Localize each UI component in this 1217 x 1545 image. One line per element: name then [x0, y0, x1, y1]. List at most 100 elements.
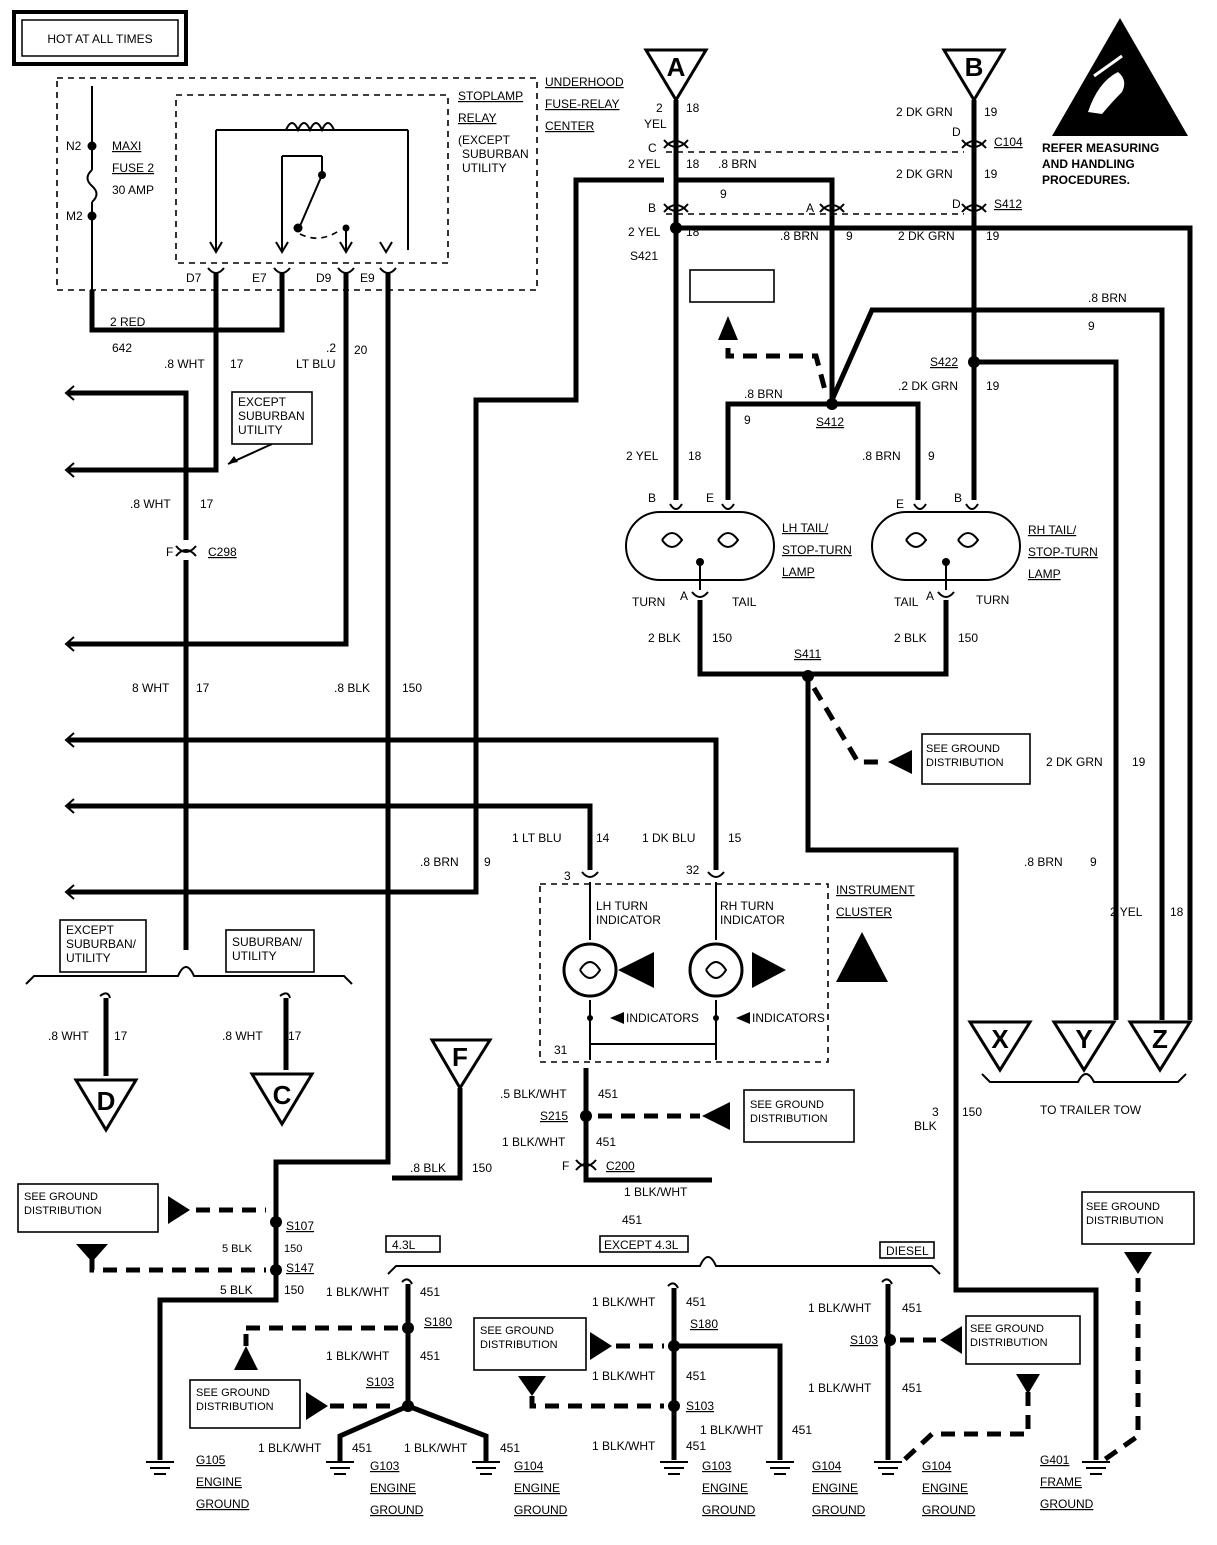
- lbl-17c: 17: [196, 681, 210, 695]
- s107-splice: [270, 1216, 282, 1228]
- lbl-di-a: 1 BLK/WHT: [808, 1301, 872, 1315]
- lbl-dkgrn-c: 2 DK GRN: [898, 229, 955, 243]
- lbl-451c: 451: [622, 1213, 642, 1227]
- esd-icon-small: [836, 932, 888, 982]
- lbl-yel: YEL: [644, 117, 667, 131]
- g103b: G103: [702, 1459, 732, 1473]
- g104c-ground: GROUND: [922, 1503, 976, 1517]
- wire-lt-blu-14: [68, 803, 593, 870]
- s215-label: S215: [540, 1109, 568, 1123]
- g105: G105: [196, 1453, 226, 1467]
- wire-dkgrn-trailer: [974, 359, 1119, 1020]
- c200-label: C200: [606, 1159, 635, 1173]
- c298-label: C298: [208, 545, 237, 559]
- connector-c-icon: [249, 1072, 315, 1127]
- lbl-yel-lamp: 2 YEL: [626, 449, 659, 463]
- indicators-2: INDICATORS: [752, 1011, 825, 1025]
- lbl-wht-c: .8 WHT: [222, 1029, 263, 1043]
- lbl-9top: 9: [720, 187, 727, 201]
- lbl-lt-blu-2: .2: [326, 341, 336, 355]
- sg2-1: SEE GROUND: [750, 1099, 824, 1111]
- lbl-lt-blu-1: 1 LT BLU: [512, 831, 562, 845]
- lh-pin-e: E: [706, 491, 714, 505]
- hot-label: HOT AT ALL TIMES: [47, 32, 152, 46]
- except-43: EXCEPT 4.3L: [604, 1238, 679, 1252]
- s147-label: S147: [286, 1261, 314, 1275]
- right-arrow-icon: [752, 952, 786, 988]
- conn-z: Z: [1152, 1024, 1168, 1054]
- g104a: G104: [514, 1459, 544, 1473]
- g104b: G104: [812, 1459, 842, 1473]
- lbl-18-lamp: 18: [688, 449, 702, 463]
- stoplamp-relay-outline: [175, 94, 449, 264]
- except-sub-1: EXCEPT: [238, 395, 287, 409]
- indicators-1: INDICATORS: [626, 1011, 699, 1025]
- wire-blk-lamps: [697, 600, 949, 677]
- lbl-di-b: 1 BLK/WHT: [808, 1381, 872, 1395]
- relay-label-5: UTILITY: [462, 161, 507, 175]
- relay-label-2: RELAY: [458, 111, 496, 125]
- lbl-17b: 17: [200, 497, 214, 511]
- lbl-lt-blu: LT BLU: [296, 357, 336, 371]
- lbl-14: 14: [596, 831, 610, 845]
- s412-label-top: S412: [994, 197, 1022, 211]
- c200-pin-f: F: [562, 1159, 569, 1173]
- cluster-1: INSTRUMENT: [836, 883, 915, 897]
- rh-lamp-2: STOP-TURN: [1028, 545, 1098, 559]
- lbl-blk-5a: 5 BLK: [222, 1243, 253, 1255]
- g104c-engine: ENGINE: [922, 1481, 968, 1495]
- g105-engine: ENGINE: [196, 1475, 242, 1489]
- lbl-43-c451: 451: [352, 1441, 372, 1455]
- lbl-yel-2: 2: [656, 101, 663, 115]
- lbl-18-tow: 18: [1170, 905, 1184, 919]
- s103-splice-a: [402, 1400, 414, 1412]
- connector-y-icon: [1051, 1020, 1117, 1073]
- connector-d-icon: [73, 1078, 139, 1133]
- lbl-150-5b: 150: [284, 1283, 304, 1297]
- lbl-brn-top: .8 BRN: [718, 157, 757, 171]
- lbl-43-a451: 451: [420, 1285, 440, 1299]
- lbl-19d: 19: [986, 379, 1000, 393]
- sub-1: SUBURBAN/: [232, 935, 303, 949]
- lbl-wht8: 8 WHT: [132, 681, 170, 695]
- lbl-brn-s412: .8 BRN: [780, 229, 819, 243]
- lbl-17-c: 17: [288, 1029, 302, 1043]
- lbl-642: 642: [112, 341, 132, 355]
- lbl-dkgrn-d: .2 DK GRN: [898, 379, 958, 393]
- rh-pin-a: A: [926, 589, 934, 603]
- wire-brn-trailer: [829, 307, 1165, 1020]
- s180-label-b: S180: [690, 1317, 718, 1331]
- lbl-ex-d: 1 BLK/WHT: [592, 1439, 656, 1453]
- lbl-150-rh: 150: [958, 631, 978, 645]
- sg2-2: DISTRIBUTION: [750, 1113, 828, 1125]
- cluster-2: CLUSTER: [836, 905, 892, 919]
- sg7-1: SEE GROUND: [1086, 1201, 1160, 1213]
- lbl-di-b451: 451: [902, 1381, 922, 1395]
- left-arrow-icon: [618, 952, 654, 988]
- connector-f-icon: [429, 1038, 493, 1091]
- pin-d9: D9: [316, 271, 332, 285]
- lbl-yel-2c: 2 YEL: [628, 225, 661, 239]
- m2-label: M2: [66, 209, 83, 223]
- connector-x-icon: [967, 1020, 1033, 1073]
- sg6-2: DISTRIBUTION: [970, 1337, 1048, 1349]
- lbl-43-b451: 451: [420, 1349, 440, 1363]
- wire-brn-9: [68, 177, 664, 895]
- conn-c: C: [273, 1080, 292, 1110]
- rh-ind-2: INDICATOR: [720, 913, 785, 927]
- lbl-9-tow: 9: [1090, 855, 1097, 869]
- fuse-label-1: MAXI: [112, 139, 141, 153]
- rh-tail: TAIL: [894, 595, 919, 609]
- lbl-43-d: 1 BLK/WHT: [404, 1441, 468, 1455]
- relay-icon: [209, 122, 409, 254]
- connector-a-icon: [643, 48, 709, 103]
- lbl-brn-right: .8 BRN: [1088, 291, 1127, 305]
- conn-x: X: [991, 1024, 1009, 1054]
- lbl-brn-tow: .8 BRN: [1024, 855, 1063, 869]
- lh-tail: TAIL: [732, 595, 757, 609]
- wire-wht-upper: [68, 390, 189, 540]
- wire-wht-17: [200, 272, 219, 473]
- rh-lamp-3: LAMP: [1028, 567, 1061, 581]
- sg5-2: DISTRIBUTION: [480, 1339, 558, 1351]
- esd-note-1: REFER MEASURING: [1042, 141, 1159, 155]
